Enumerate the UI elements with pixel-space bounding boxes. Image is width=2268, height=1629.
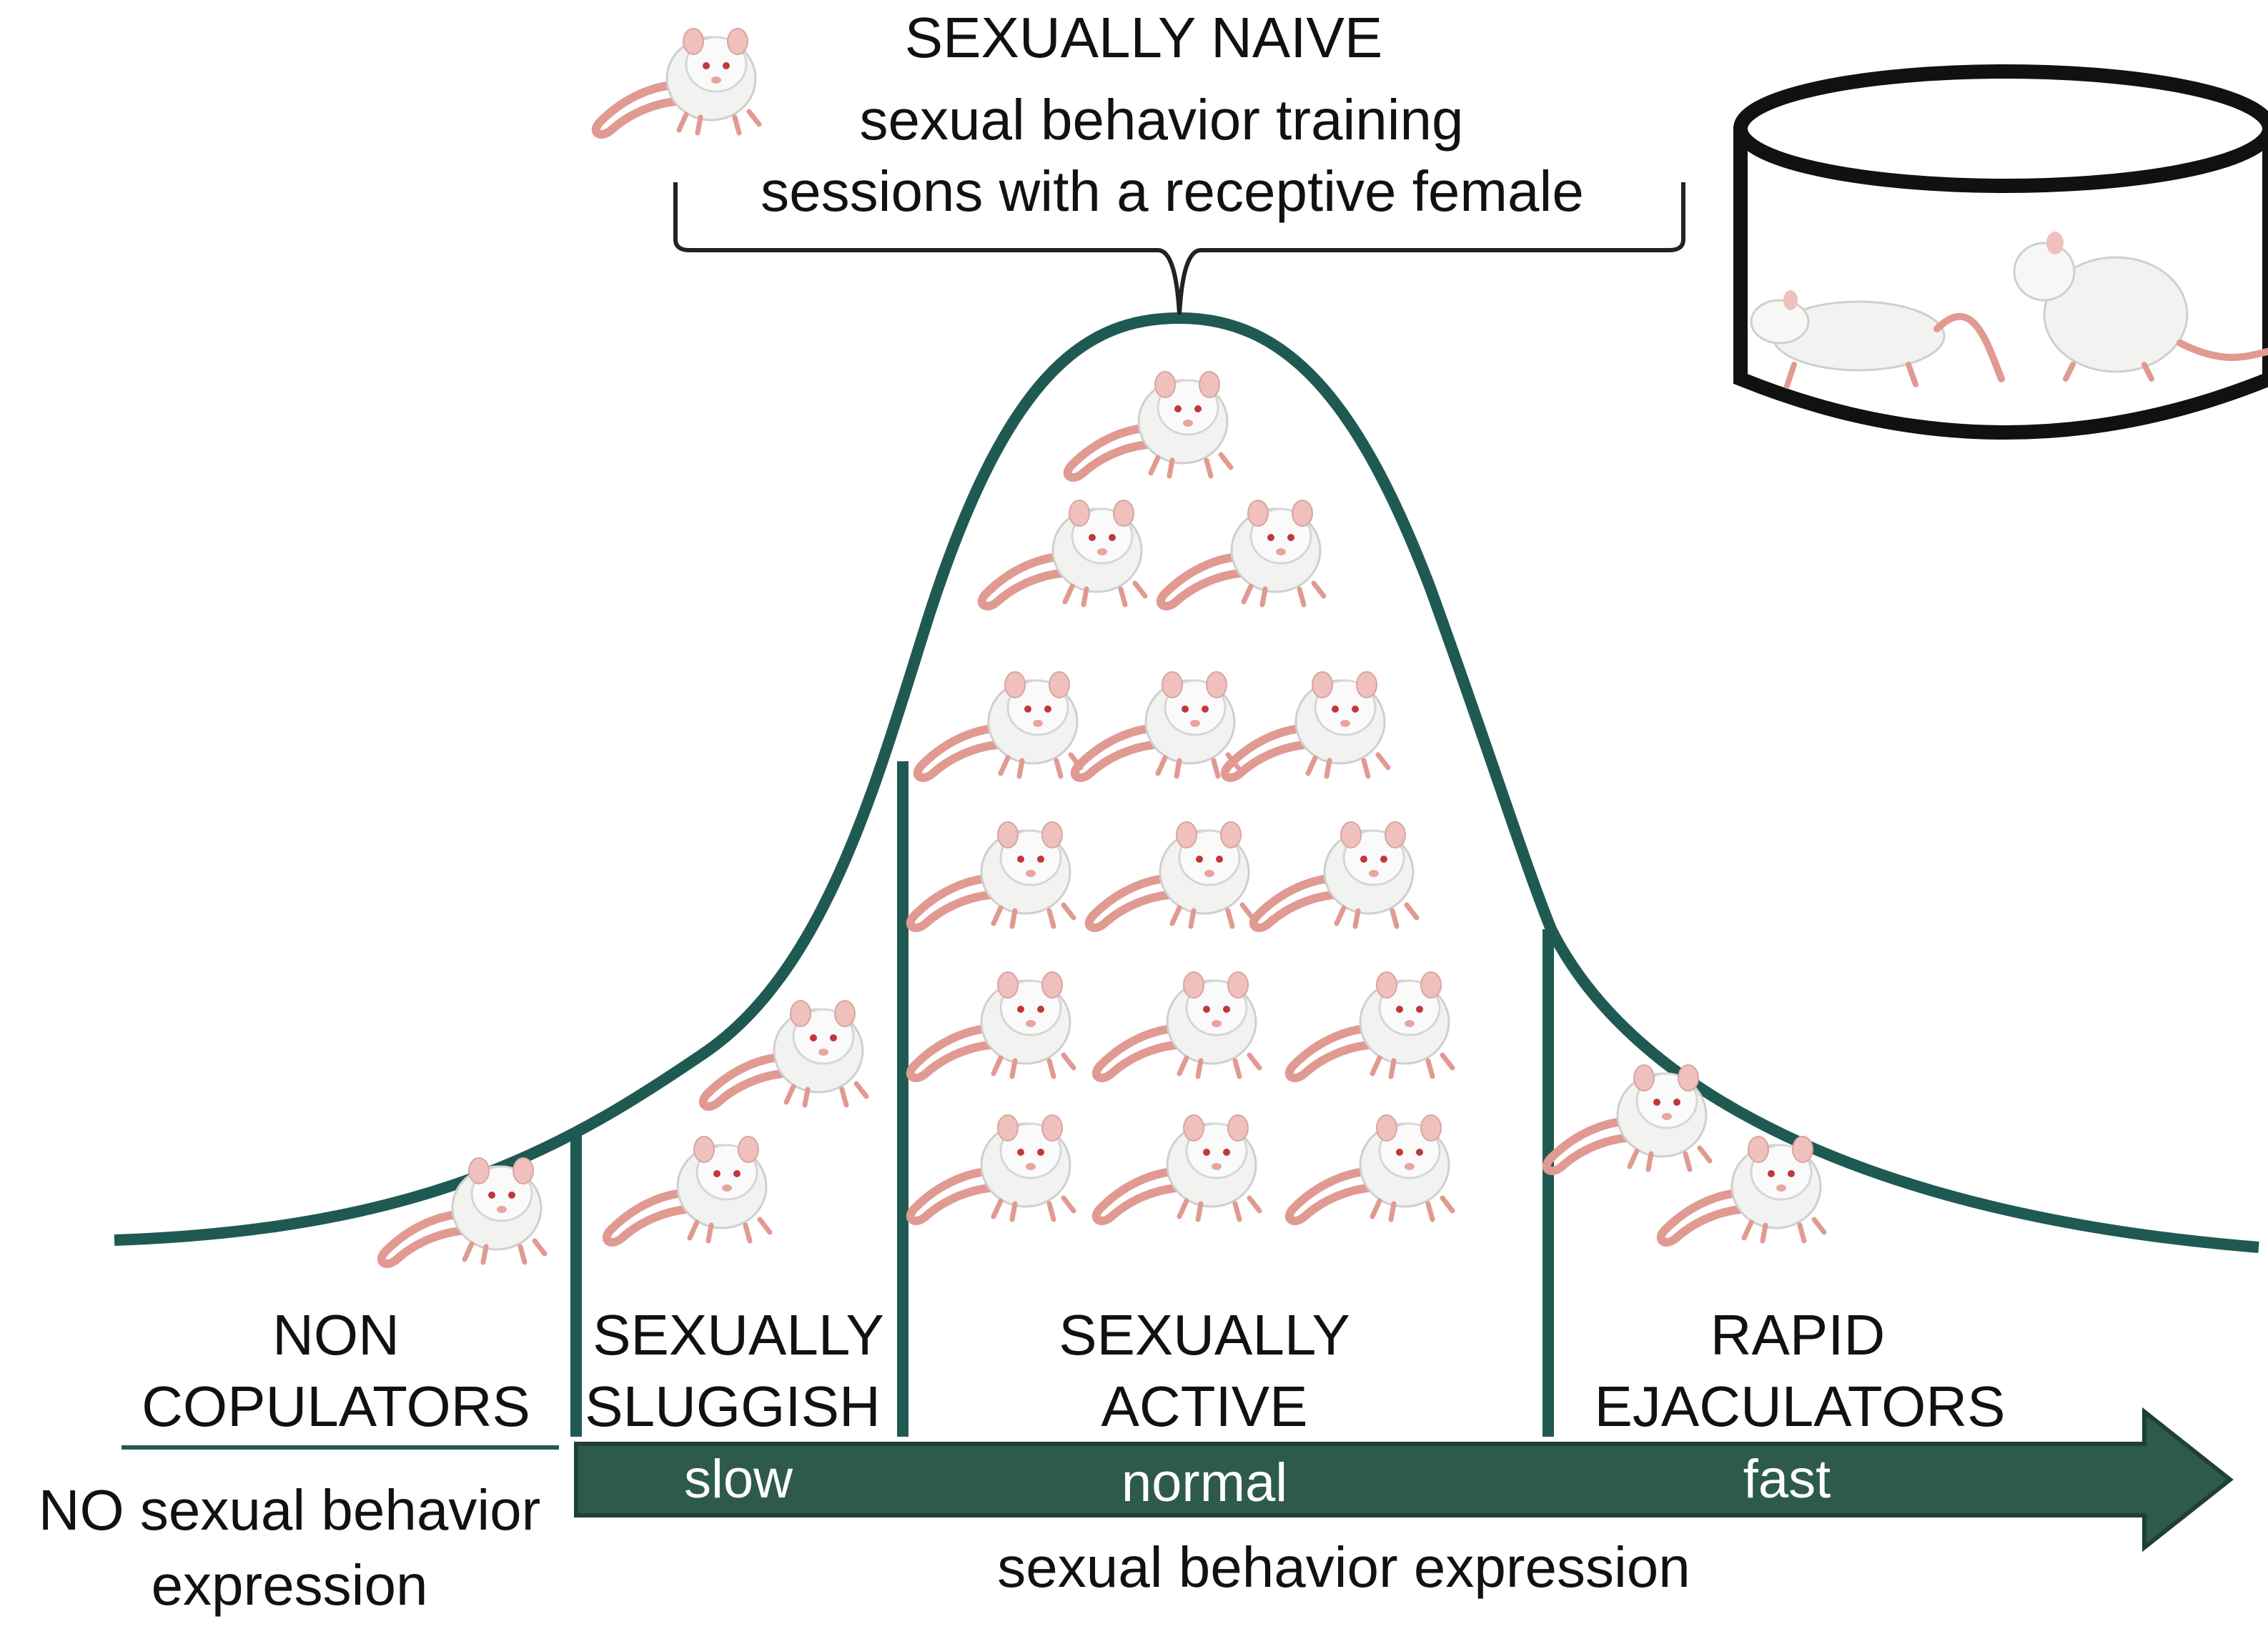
axis-label: sexual behavior expression — [997, 1535, 1690, 1599]
behavior-expression-arrow — [574, 1407, 2234, 1553]
header-brace — [673, 182, 1685, 315]
distribution-curve — [114, 312, 2259, 1253]
active-label-2: ACTIVE — [1101, 1375, 1308, 1438]
sluggish-label-2: SLUGGISH — [585, 1375, 880, 1438]
rapid-label-1: RAPID — [1710, 1303, 1886, 1367]
slow-label: slow — [684, 1449, 793, 1510]
non-copulators-label-1: NON — [272, 1303, 400, 1367]
no-expression-label-2: expression — [152, 1553, 428, 1617]
sluggish-label-1: SEXUALLY — [593, 1303, 884, 1367]
sluggish-rat-icon — [703, 1001, 866, 1106]
no-expression-label-1: NO sexual behavior — [39, 1478, 541, 1542]
header-rat-icon — [596, 29, 759, 134]
fast-label: fast — [1743, 1449, 1831, 1510]
active-rat-icon — [1068, 372, 1231, 477]
non-copulators-label-2: COPULATORS — [142, 1375, 530, 1438]
active-label-1: SEXUALLY — [1059, 1303, 1350, 1367]
header-line2: sessions with a receptive female — [761, 159, 1584, 223]
non-copulator-rat-icon — [382, 1158, 545, 1264]
header-title: SEXUALLY NAIVE — [905, 6, 1382, 69]
test-arena-icon — [1733, 64, 2268, 440]
female-rat-icon — [1750, 290, 2005, 389]
active-rat-icon — [982, 500, 1145, 606]
active-rat-icon — [918, 672, 1081, 778]
header-line1: sexual behavior training — [860, 88, 1464, 152]
active-rat-icon — [911, 822, 1074, 928]
sluggish-rat-icon — [607, 1137, 770, 1242]
male-rat-icon — [2013, 232, 2268, 382]
active-rat-icon — [911, 972, 1074, 1078]
active-rat-icon — [1225, 672, 1388, 778]
rapid-label-2: EJACULATORS — [1595, 1375, 2006, 1438]
normal-label: normal — [1121, 1452, 1287, 1513]
active-rat-icon — [1289, 1115, 1452, 1221]
active-rat-icon — [1096, 972, 1259, 1078]
rapid-ejaculator-rat-icon — [1547, 1065, 1710, 1171]
active-rat-icon — [1289, 972, 1452, 1078]
active-rat-icon — [1089, 822, 1252, 928]
active-rat-icon — [1075, 672, 1238, 778]
active-rat-icon — [1254, 822, 1417, 928]
active-rat-icon — [1096, 1115, 1259, 1221]
active-rat-icon — [1161, 500, 1324, 606]
active-rat-icon — [911, 1115, 1074, 1221]
